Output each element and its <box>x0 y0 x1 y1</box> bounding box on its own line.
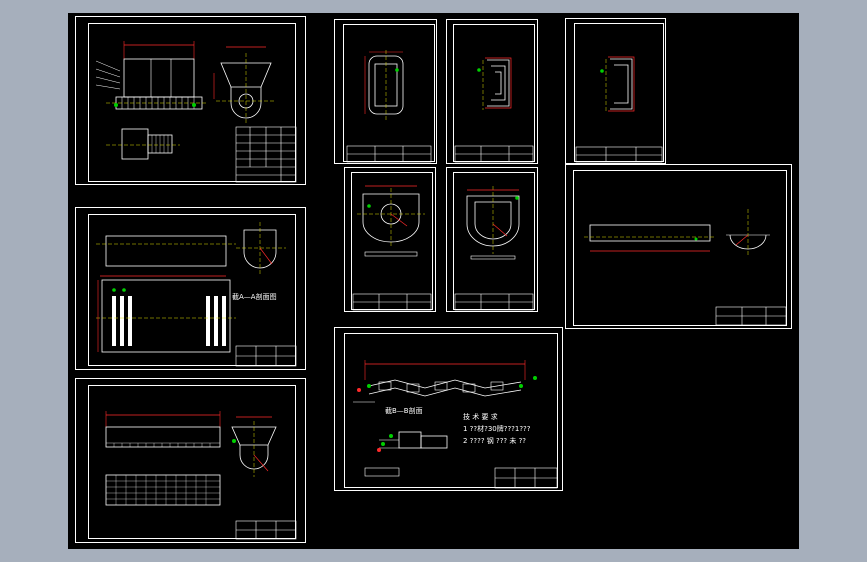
drawing-sheet-section-a[interactable]: 截A—A剖面图 <box>75 207 306 370</box>
drawing-canvas[interactable]: 截A—A剖面图 <box>68 13 799 549</box>
drawing-sheet-part-3[interactable] <box>565 18 666 164</box>
section-b-drawing <box>353 360 558 489</box>
sheet-border <box>453 172 535 310</box>
sheet-border <box>453 24 535 162</box>
part-3-drawing <box>575 56 663 163</box>
drawing-sheet-trough[interactable] <box>75 378 306 543</box>
sheet-border <box>88 23 296 182</box>
trough-drawing <box>105 411 297 540</box>
section-b-label: 截B—B剖面 <box>385 407 423 415</box>
part-5-drawing <box>454 186 534 311</box>
sheet-border <box>343 24 435 162</box>
section-a-drawing <box>96 222 297 367</box>
sheet-border <box>573 170 787 326</box>
part-1-drawing <box>346 50 432 163</box>
tech-requirement-2: 2 ???? 钢 ??? 未 ?? <box>463 437 527 445</box>
sheet-border <box>351 172 433 310</box>
tech-requirement-1: 1 ??材?30牌???1??? <box>463 425 531 433</box>
tech-requirements-title: 技 术 要 求 <box>463 413 498 421</box>
drawing-sheet-assembly[interactable] <box>75 16 306 185</box>
drawing-sheet-part-2[interactable] <box>446 19 538 164</box>
sheet-border <box>88 385 296 539</box>
section-a-label: 截A—A剖面图 <box>232 293 277 301</box>
drawing-sheet-part-4[interactable] <box>344 167 436 312</box>
part-4-drawing <box>352 185 432 311</box>
drawing-sheet-shaft[interactable] <box>565 164 792 329</box>
assembly-drawing <box>95 41 297 183</box>
sheet-border <box>344 333 558 488</box>
drawing-sheet-section-b[interactable]: 截B—B剖面 技 术 要 求 1 ??材?30牌???1??? 2 ???? 钢… <box>334 327 563 491</box>
drawing-sheet-part-1[interactable] <box>334 19 437 164</box>
shaft-drawing <box>584 209 787 326</box>
sheet-border <box>574 23 664 162</box>
part-2-drawing <box>454 57 534 163</box>
drawing-sheet-part-5[interactable] <box>446 167 538 312</box>
sheet-border <box>88 214 296 366</box>
